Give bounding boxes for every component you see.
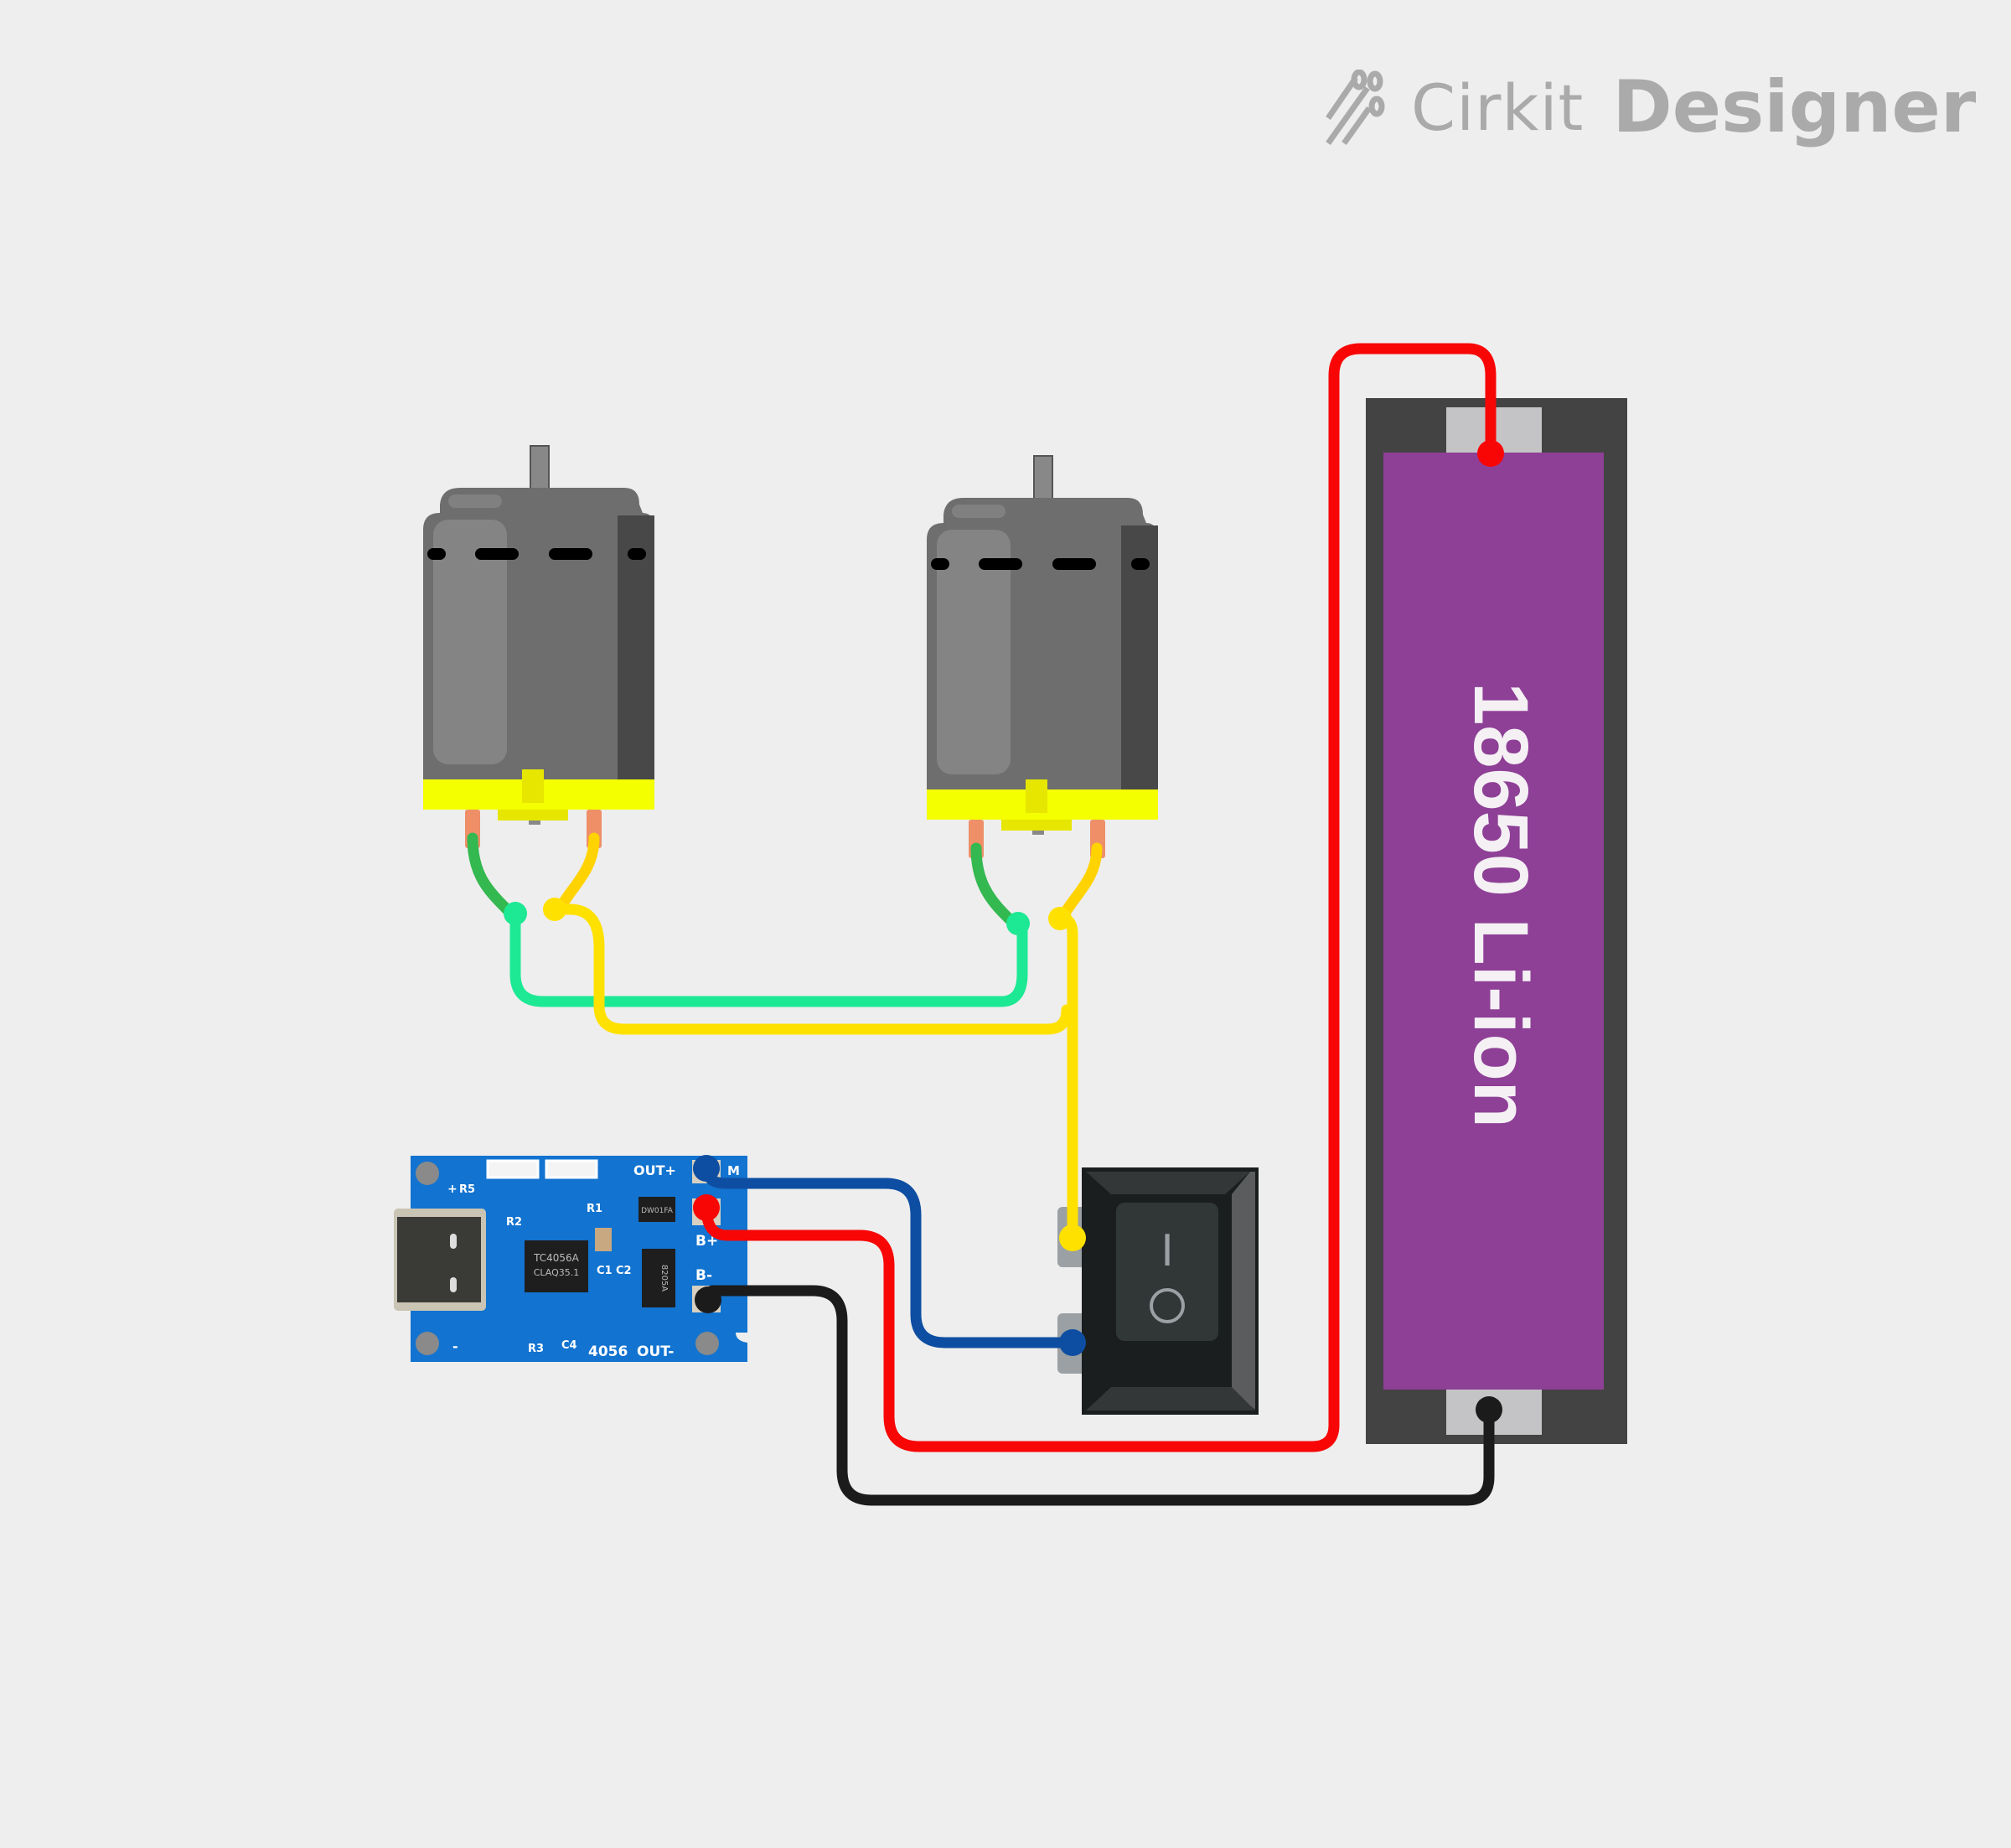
endpoint-red-b-plus[interactable] (693, 1194, 720, 1221)
pad-out-minus[interactable] (695, 1332, 719, 1355)
motor-2-lead-yellow (1057, 842, 1103, 924)
svg-text:TC4056A: TC4056A (533, 1252, 580, 1264)
mount-hole (416, 1162, 439, 1185)
wire-blue-out[interactable] (700, 1162, 1078, 1348)
silk-r5: R5 (459, 1183, 475, 1196)
dc-motor-left[interactable] (423, 445, 654, 848)
circuit-traces-icon (1326, 70, 1385, 145)
silk-c1: C1 (597, 1265, 613, 1277)
endpoint-red-battery-plus[interactable] (1477, 440, 1504, 467)
logo-text-designer: Designer (1612, 65, 1977, 149)
junction-green-motor-1[interactable] (504, 902, 527, 925)
wire-red-battery-plus[interactable] (700, 343, 1497, 1452)
motor-1-lead-yellow (554, 832, 600, 915)
endpoint-yellow-switch[interactable] (1059, 1224, 1086, 1251)
switch-on-symbol: I (1161, 1226, 1173, 1276)
motor-highlight (433, 520, 507, 764)
silk-plus: + (447, 1183, 458, 1196)
usb-c-connector[interactable] (394, 1209, 486, 1311)
led-full (545, 1159, 598, 1179)
switch-off-symbol (1150, 1288, 1185, 1323)
svg-text:CLAQ35.1: CLAQ35.1 (534, 1267, 580, 1278)
endpoint-black-b-minus[interactable] (695, 1286, 721, 1313)
chip-tc4056a: TC4056A CLAQ35.1 (525, 1240, 588, 1292)
motor-vent-slot (427, 548, 446, 560)
led-charge (486, 1159, 540, 1179)
silk-board-id: 4056 (588, 1343, 628, 1360)
silk-c2: C2 (616, 1265, 632, 1277)
svg-text:8205A: 8205A (659, 1265, 669, 1292)
silk-b-plus: B+ (695, 1233, 718, 1250)
wire-black-battery-minus[interactable] (700, 1285, 1495, 1506)
silk-out-plus: OUT+ (633, 1162, 676, 1178)
silk-out-minus: OUT- (637, 1343, 674, 1360)
mount-hole (416, 1332, 439, 1355)
silk-c4: C4 (561, 1339, 577, 1352)
motor-vent-slot (1131, 558, 1150, 570)
endpoint-blue-switch[interactable] (1059, 1329, 1086, 1356)
endpoint-black-battery-minus[interactable] (1476, 1396, 1502, 1423)
silk-r3: R3 (528, 1343, 544, 1355)
motor-highlight (937, 530, 1011, 774)
junction-yellow-motor-1[interactable] (543, 898, 566, 921)
silk-r1: R1 (587, 1203, 602, 1215)
junction-yellow-motor-2[interactable] (1048, 907, 1072, 930)
motor-vent-slot (549, 548, 592, 560)
silk-minus: - (452, 1338, 458, 1354)
silk-m: M (727, 1163, 740, 1178)
wire-green-motor-ground[interactable] (509, 909, 1028, 1007)
chip-dw01fa: DW01FA (638, 1197, 675, 1222)
switch-rocker[interactable] (1116, 1203, 1218, 1341)
motor-vent-slot (628, 548, 646, 560)
battery-cell (1383, 453, 1604, 1390)
chip-8205a: 8205A (642, 1249, 675, 1307)
wire-yellow-motor-1[interactable] (549, 903, 1073, 1035)
silk-b-minus: B- (695, 1267, 712, 1284)
wire-yellow-to-switch[interactable] (1054, 912, 1078, 1243)
battery-label: 18650 Li-ion (1458, 682, 1543, 1128)
capacitor-c1 (595, 1228, 612, 1251)
endpoint-blue-out-plus[interactable] (693, 1155, 720, 1182)
motor-vent-slot (979, 558, 1022, 570)
rocker-switch[interactable]: I (1057, 1167, 1259, 1415)
junction-green-motor-2[interactable] (1006, 912, 1030, 935)
motor-vent-slot (931, 558, 949, 570)
logo-text-cirkit: Cirkit (1411, 70, 1585, 145)
dc-motor-right[interactable] (927, 455, 1158, 858)
motor-vent-slot (475, 548, 519, 560)
svg-text:DW01FA: DW01FA (641, 1207, 674, 1215)
battery-18650[interactable]: 18650 Li-ion (1366, 398, 1627, 1444)
motor-vent-slot (1052, 558, 1096, 570)
cirkit-designer-logo: Cirkit Designer (1324, 65, 1976, 149)
silk-r2: R2 (506, 1216, 522, 1229)
tp4056-charger-module[interactable]: TC4056A CLAQ35.1 DW01FA 8205A OUT+ M B+ … (394, 1156, 747, 1362)
